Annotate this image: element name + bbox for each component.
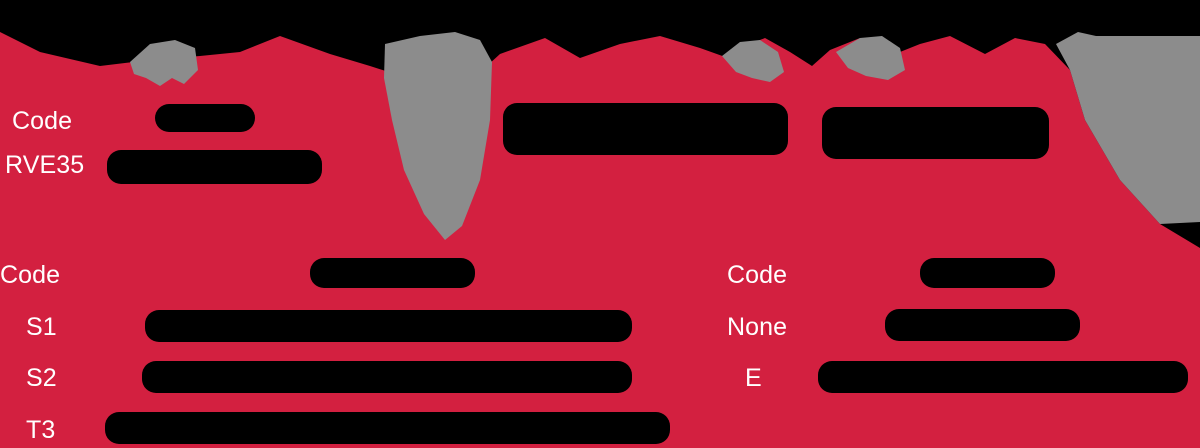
redaction-bar-left-t3 (105, 412, 670, 444)
redaction-bar-upper-rve35-1 (107, 150, 322, 184)
field-label-upper-code: Code (12, 107, 73, 135)
redaction-bar-upper-code-1 (155, 104, 255, 132)
redaction-bar-right-code (920, 258, 1055, 288)
gray-overlay-shape-3 (722, 40, 784, 82)
redaction-bar-right-none (885, 309, 1080, 341)
field-label-left-s2: S2 (26, 364, 57, 392)
field-label-right-code: Code (727, 261, 788, 289)
redaction-bar-right-e (818, 361, 1188, 393)
field-label-right-e: E (745, 364, 762, 392)
field-label-upper-rve35: RVE35 (5, 151, 85, 179)
field-label-left-code: Code (0, 261, 61, 289)
field-label-left-s1: S1 (26, 313, 57, 341)
redaction-bar-upper-code-3 (822, 107, 1049, 159)
gray-overlay-shape-4 (836, 36, 905, 80)
redaction-bar-left-s2 (142, 361, 632, 393)
redaction-bar-left-s1 (145, 310, 632, 342)
redaction-bar-upper-code-2 (503, 103, 788, 155)
gray-overlay-shape-2 (384, 32, 492, 240)
field-label-left-t3: T3 (26, 416, 56, 444)
gray-overlay-shape-5 (1056, 32, 1200, 224)
field-label-right-none: None (727, 313, 788, 341)
redaction-bar-left-code (310, 258, 475, 288)
gray-overlay-shape-1 (130, 40, 198, 86)
